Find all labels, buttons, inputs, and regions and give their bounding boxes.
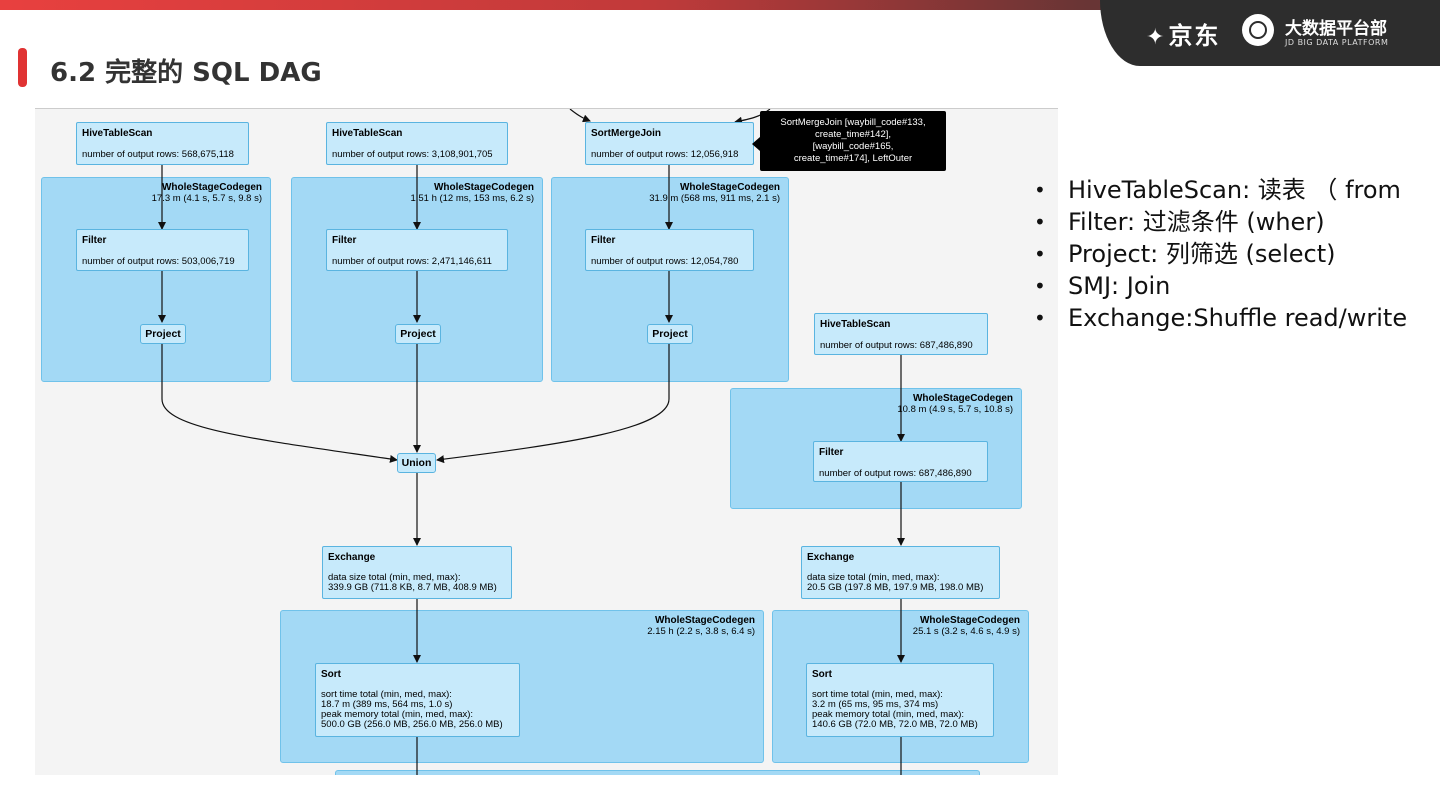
jd-logo: ✦京东 <box>1146 16 1220 51</box>
codegen-cluster-7 <box>335 770 980 775</box>
dag-node-project-1[interactable]: Project <box>140 324 186 344</box>
node-title: SortMergeJoin <box>591 128 662 139</box>
cluster-title: WholeStageCodegen <box>912 393 1013 404</box>
node-title: Sort <box>812 669 832 680</box>
dag-node-filter-3[interactable]: Filter number of output rows: 12,054,780 <box>585 229 754 271</box>
dag-node-hive-scan-4[interactable]: HiveTableScan number of output rows: 687… <box>814 313 988 355</box>
codegen-cluster-1: WholeStageCodegen 17.3 m (4.1 s, 5.7 s, … <box>41 177 271 382</box>
node-title: Sort <box>321 669 341 680</box>
dag-node-hive-scan-2[interactable]: HiveTableScan number of output rows: 3,1… <box>326 122 508 165</box>
cluster-title: WholeStageCodegen <box>654 615 755 626</box>
cluster-title: WholeStageCodegen <box>161 182 262 193</box>
dag-node-exchange-2[interactable]: Exchange data size total (min, med, max)… <box>801 546 1000 599</box>
node-title: Exchange <box>807 552 855 563</box>
node-title: Filter <box>819 447 844 458</box>
list-item: Exchange:Shuffle read/write <box>1034 302 1407 334</box>
title-accent <box>18 48 27 87</box>
list-item: HiveTableScan: 读表 （ from <box>1034 174 1407 206</box>
cluster-detail: 10.8 m (4.9 s, 5.7 s, 10.8 s) <box>897 404 1013 415</box>
cluster-detail: 1.51 h (12 ms, 153 ms, 6.2 s) <box>410 193 534 204</box>
list-item: Filter: 过滤条件 (wher) <box>1034 206 1407 238</box>
dag-node-project-2[interactable]: Project <box>395 324 441 344</box>
node-detail: data size total (min, med, max): 339.9 G… <box>328 572 497 593</box>
dag-node-sort-merge-join[interactable]: SortMergeJoin number of output rows: 12,… <box>585 122 754 165</box>
node-detail: number of output rows: 568,675,118 <box>82 149 234 160</box>
jd-logo-text: 京东 <box>1168 22 1221 50</box>
node-detail: sort time total (min, med, max): 18.7 m … <box>321 689 503 730</box>
cluster-title: WholeStageCodegen <box>679 182 780 193</box>
cluster-title: WholeStageCodegen <box>919 615 1020 626</box>
dag-node-filter-1[interactable]: Filter number of output rows: 503,006,71… <box>76 229 249 271</box>
cluster-detail: 2.15 h (2.2 s, 3.8 s, 6.4 s) <box>647 626 755 637</box>
node-detail: number of output rows: 12,056,918 <box>591 149 739 160</box>
list-item: Project: 列筛选 (select) <box>1034 238 1407 270</box>
cluster-detail: 25.1 s (3.2 s, 4.6 s, 4.9 s) <box>912 626 1020 637</box>
node-title: HiveTableScan <box>332 128 403 139</box>
operator-legend-list: HiveTableScan: 读表 （ from Filter: 过滤条件 (w… <box>1034 174 1407 334</box>
platform-name: 大数据平台部 <box>1285 19 1387 39</box>
dag-edges <box>158 109 905 775</box>
node-title: HiveTableScan <box>820 319 891 330</box>
dag-node-filter-4[interactable]: Filter number of output rows: 687,486,89… <box>813 441 988 482</box>
slide-title: 6.2 完整的 SQL DAG <box>50 58 322 88</box>
node-title: Filter <box>332 235 357 246</box>
node-title: Exchange <box>328 552 376 563</box>
big-data-logo-icon <box>1242 14 1274 46</box>
list-item: SMJ: Join <box>1034 270 1407 302</box>
dag-node-exchange-1[interactable]: Exchange data size total (min, med, max)… <box>322 546 512 599</box>
cluster-title: WholeStageCodegen <box>433 182 534 193</box>
dag-node-sort-2[interactable]: Sort sort time total (min, med, max): 3.… <box>806 663 994 737</box>
platform-name-en: JD BIG DATA PLATFORM <box>1285 38 1389 47</box>
node-detail: number of output rows: 3,108,901,705 <box>332 149 493 160</box>
codegen-cluster-3: WholeStageCodegen 31.9 m (568 ms, 911 ms… <box>551 177 789 382</box>
dag-node-hive-scan-1[interactable]: HiveTableScan number of output rows: 568… <box>76 122 249 165</box>
node-detail: sort time total (min, med, max): 3.2 m (… <box>812 689 978 730</box>
dag-node-union[interactable]: Union <box>397 453 436 473</box>
cluster-detail: 31.9 m (568 ms, 911 ms, 2.1 s) <box>649 193 780 204</box>
node-detail: number of output rows: 503,006,719 <box>82 256 235 267</box>
sort-merge-join-tooltip: SortMergeJoin [waybill_code#133, create_… <box>752 111 946 171</box>
dag-node-sort-1[interactable]: Sort sort time total (min, med, max): 18… <box>315 663 520 737</box>
sql-dag-diagram: WholeStageCodegen 17.3 m (4.1 s, 5.7 s, … <box>35 108 1058 775</box>
node-title: Filter <box>591 235 616 246</box>
cluster-detail: 17.3 m (4.1 s, 5.7 s, 9.8 s) <box>151 193 262 204</box>
node-title: Filter <box>82 235 107 246</box>
node-detail: number of output rows: 2,471,146,611 <box>332 256 492 267</box>
top-accent-bar <box>0 0 1440 10</box>
node-detail: number of output rows: 687,486,890 <box>819 468 972 479</box>
node-detail: data size total (min, med, max): 20.5 GB… <box>807 572 984 593</box>
dag-node-project-3[interactable]: Project <box>647 324 693 344</box>
jd-dog-icon: ✦ <box>1146 25 1167 50</box>
node-title: HiveTableScan <box>82 128 153 139</box>
node-detail: number of output rows: 12,054,780 <box>591 256 739 267</box>
logo-banner: ✦京东 大数据平台部 JD BIG DATA PLATFORM <box>1100 0 1440 66</box>
dag-node-filter-2[interactable]: Filter number of output rows: 2,471,146,… <box>326 229 508 271</box>
node-detail: number of output rows: 687,486,890 <box>820 340 973 351</box>
